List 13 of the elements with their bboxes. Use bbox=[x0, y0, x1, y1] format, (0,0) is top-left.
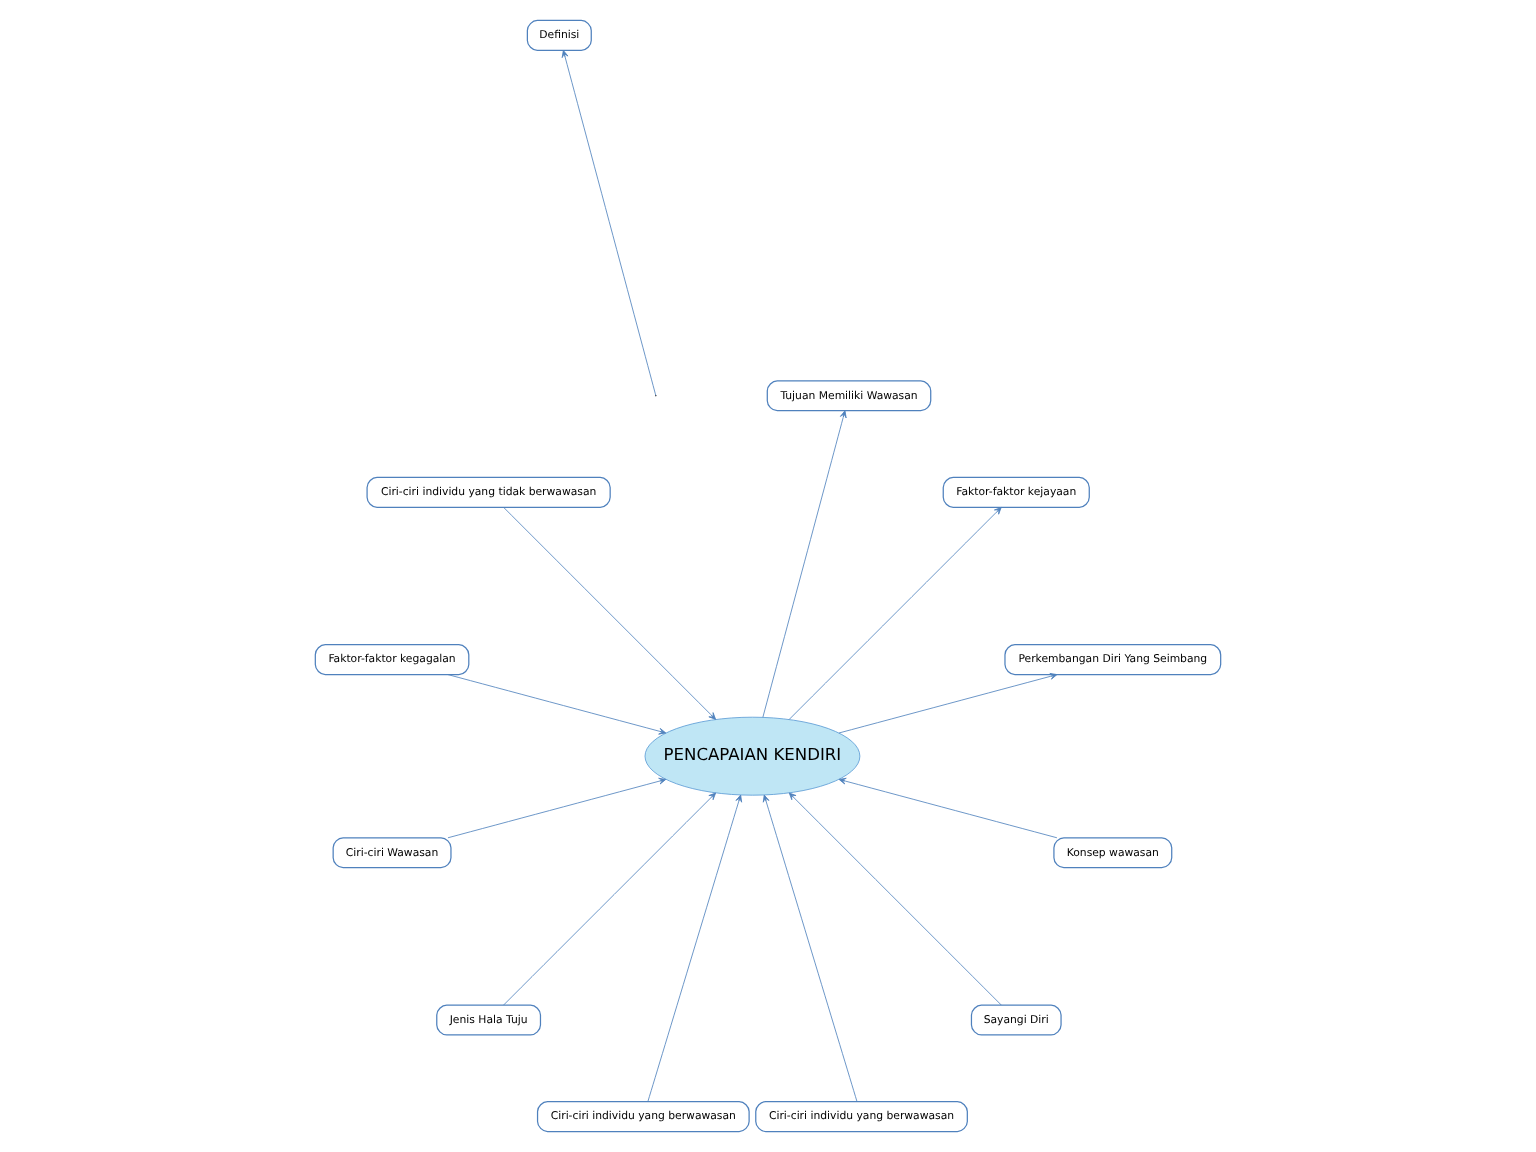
arrow bbox=[762, 410, 847, 718]
arrow bbox=[647, 794, 743, 1102]
arrow bbox=[447, 777, 667, 839]
arrow bbox=[838, 777, 1058, 839]
arrow bbox=[447, 674, 667, 735]
arrow bbox=[838, 673, 1058, 734]
arrow bbox=[762, 794, 858, 1102]
node-ellipse: PENCAPAIAN KENDIRI bbox=[644, 716, 861, 796]
arrow bbox=[788, 507, 1002, 720]
arrow bbox=[503, 792, 717, 1006]
arrow bbox=[788, 792, 1002, 1006]
arrow bbox=[503, 506, 717, 720]
arrow bbox=[564, 56, 657, 396]
